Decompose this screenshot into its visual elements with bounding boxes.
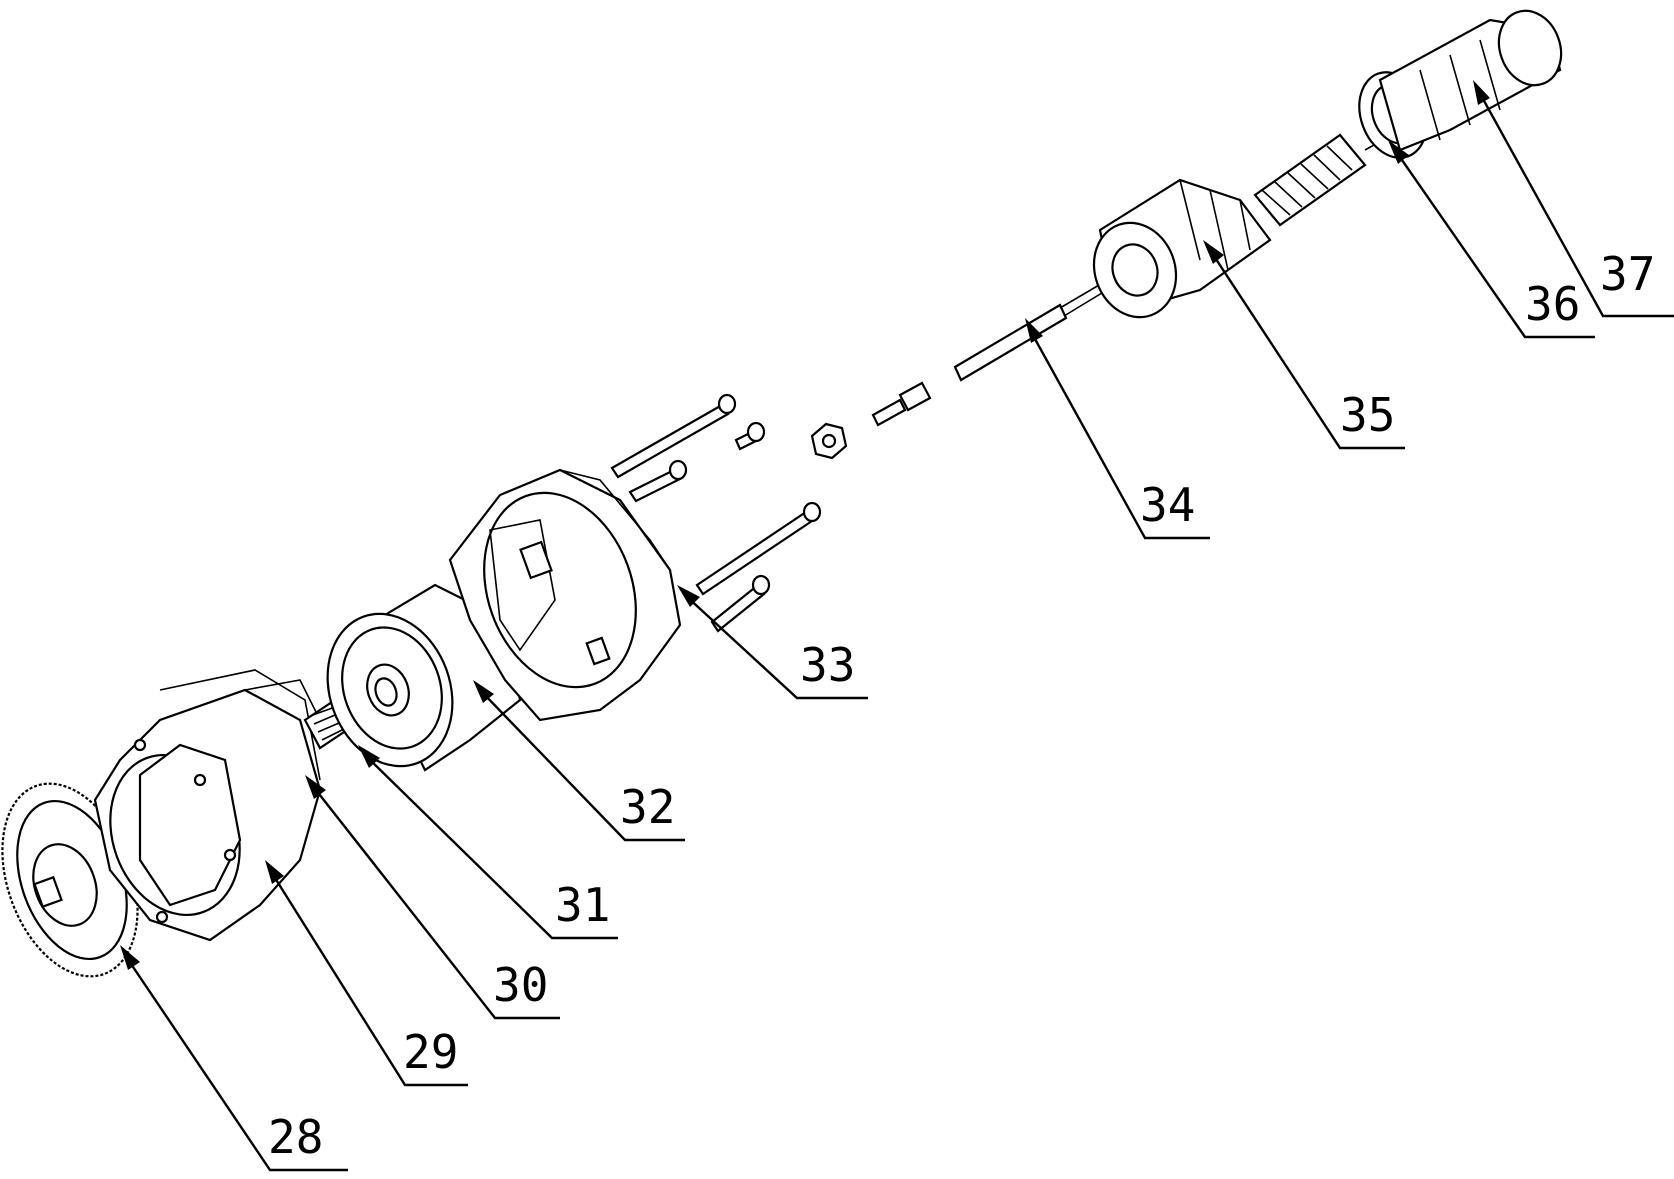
screw-short-2 xyxy=(710,574,771,633)
callout-30: 30 xyxy=(493,958,548,1012)
callout-29: 29 xyxy=(403,1025,458,1079)
part-34-shaft xyxy=(871,267,1131,427)
part-37-end-cap xyxy=(1378,9,1563,152)
part-29-housing xyxy=(93,669,322,942)
nut xyxy=(810,422,848,460)
callout-28: 28 xyxy=(268,1110,323,1164)
callout-36: 36 xyxy=(1525,277,1580,331)
callout-35: 35 xyxy=(1340,388,1395,442)
screw-long-2 xyxy=(695,501,822,596)
callout-33: 33 xyxy=(800,638,855,692)
leader-lines xyxy=(120,80,1674,1172)
part-35-rotor xyxy=(1092,124,1411,319)
screw-short-1 xyxy=(628,459,688,503)
callout-32: 32 xyxy=(620,780,675,834)
callout-31: 31 xyxy=(555,878,610,932)
part-33-bracket xyxy=(448,468,682,722)
screws-and-hardware xyxy=(610,393,848,633)
screw-long-1 xyxy=(610,393,737,479)
callout-34: 34 xyxy=(1140,478,1195,532)
callout-labels: 28 29 30 31 32 33 34 35 36 37 xyxy=(268,247,1655,1164)
callout-37: 37 xyxy=(1600,247,1655,301)
pin-small xyxy=(734,421,766,451)
